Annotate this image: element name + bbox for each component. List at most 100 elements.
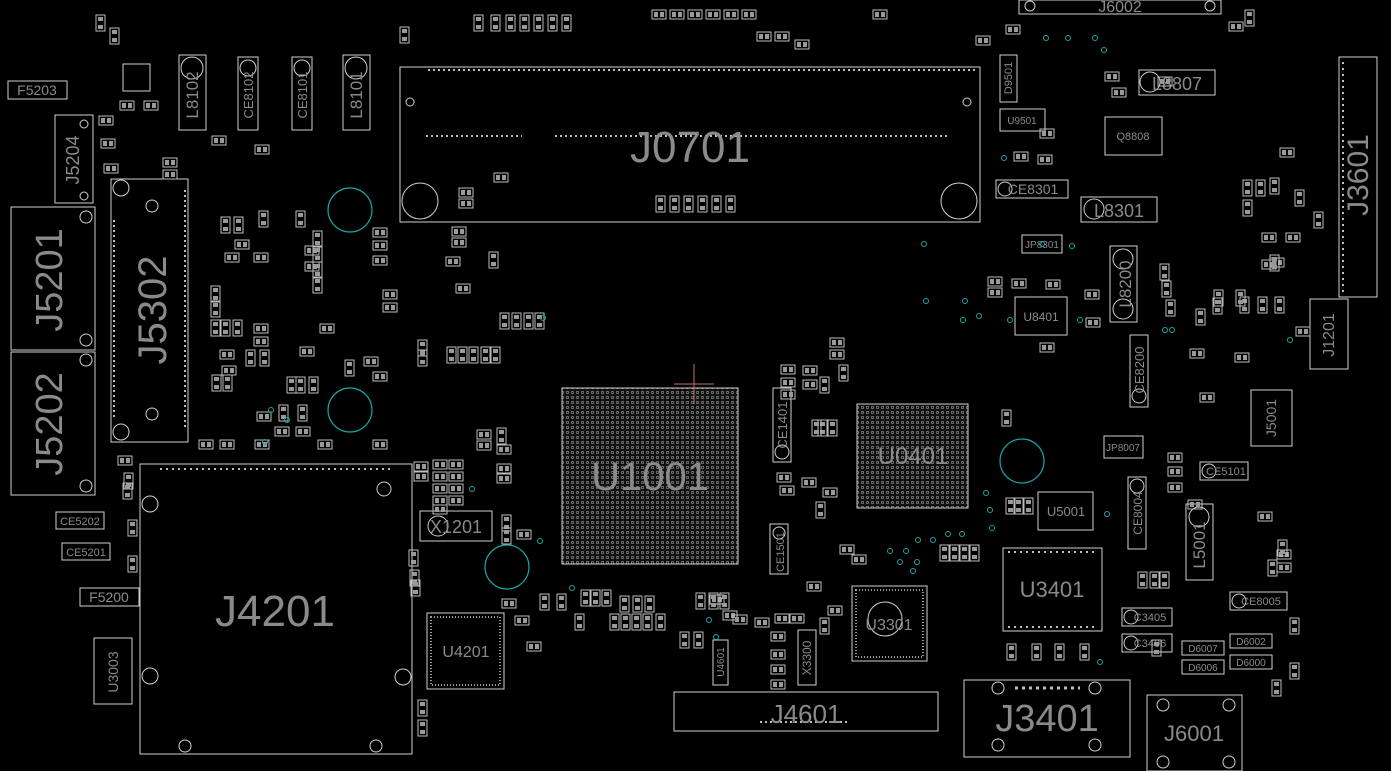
smd-part [382,302,398,313]
smd-part [1037,154,1053,165]
smd-part [299,346,315,357]
smd-part [1104,71,1120,82]
u1001-chip: U1001 [561,364,739,565]
smd-part [473,14,484,32]
smd-part [198,439,214,450]
smd-part [949,544,960,562]
smd-part [1235,289,1246,307]
via [897,559,903,565]
via [1043,35,1049,41]
d6007-diode: D6007 [1181,640,1225,656]
x3300-label: X3300 [800,640,814,675]
c3406-cap: C3406 [1121,633,1173,653]
j3601-label: J3601 [1342,134,1375,216]
smd-part [708,592,719,610]
ce8101-label: CE8101 [295,72,310,119]
smd-part [1279,147,1295,158]
smd-part [1149,571,1160,589]
via [713,634,719,640]
smd-part [1085,317,1101,328]
smd-part [317,439,333,450]
smd-part [253,252,269,263]
smd-part [448,483,464,494]
smd-part [1137,571,1148,589]
smd-part [256,411,272,422]
smd-part [851,554,867,565]
via [1097,659,1103,665]
via [923,298,929,304]
smd-part [372,240,388,251]
smd-part [410,579,421,597]
ce1401-cap: CE1401 [772,387,792,463]
smd-part [488,251,499,269]
smd-part [819,617,830,635]
smd-part [308,376,319,394]
d6000-label: D6000 [1236,658,1266,669]
smd-part [1257,296,1268,314]
vias [327,187,1045,590]
smd-part [253,336,269,347]
f5200-label: F5200 [89,589,129,605]
j5001-label: J5001 [1263,399,1279,437]
smd-part [501,598,517,609]
l8200-label: L8200 [1116,260,1135,307]
smd-part [1187,499,1203,510]
smd-part [514,615,530,626]
smd-part [697,195,708,213]
smd-part [399,26,410,44]
smd-part [458,187,474,198]
smd-part [232,319,243,337]
smd-part [1189,348,1205,359]
smd-part [802,379,818,390]
smd-part [476,429,492,440]
smd-part [815,501,826,519]
smd-part [770,679,786,690]
j5201-label: J5201 [29,228,71,332]
ce8301-cap: CE8301 [995,179,1069,199]
q8808-label: Q8808 [1116,131,1149,143]
jp8007-label: JP8007 [1106,443,1140,454]
l8102-inductor: L8102 [178,54,207,131]
smd-part [211,135,227,146]
u3003-label: U3003 [105,651,121,692]
ce5101-cap: CE5101 [1199,461,1249,481]
ce1501-cap: CE1501 [769,523,789,575]
smd-part [100,138,116,149]
smd-part [95,14,106,32]
smd-part [642,613,653,631]
u4601-label: U4601 [716,647,727,677]
smd-part [458,198,474,209]
j4201-label: J4201 [215,587,335,636]
l8102-label: L8102 [183,71,202,118]
u9501-label: U9501 [1007,116,1037,127]
smd-part [1195,308,1206,326]
j5302-connector: J5302 [110,178,189,443]
smd-part [534,312,545,330]
smd-part [1244,9,1255,27]
smd-part [770,664,786,675]
smd-part [1167,452,1183,463]
smd-part [939,544,950,562]
smd-part [413,471,429,482]
smd-part [601,589,612,607]
d6006-diode: D6006 [1181,659,1225,675]
via [1039,241,1045,247]
smd-part [1269,254,1280,272]
smd-part [496,444,512,455]
smd-part [519,14,530,32]
smd-part [493,172,509,183]
l8301-label: L8301 [1094,201,1144,221]
u1001-label: U1001 [591,455,709,499]
smd-part [1151,639,1162,657]
via [1092,35,1098,41]
via [1069,243,1075,249]
smd-part [1255,179,1266,197]
smd-part [987,276,1003,287]
smd-part [1289,662,1300,680]
via [1007,317,1013,323]
smd-part [162,169,178,180]
via [1287,337,1293,343]
c3405-cap: C3405 [1121,607,1173,627]
smd-part [547,14,558,32]
smd-part [556,593,567,611]
